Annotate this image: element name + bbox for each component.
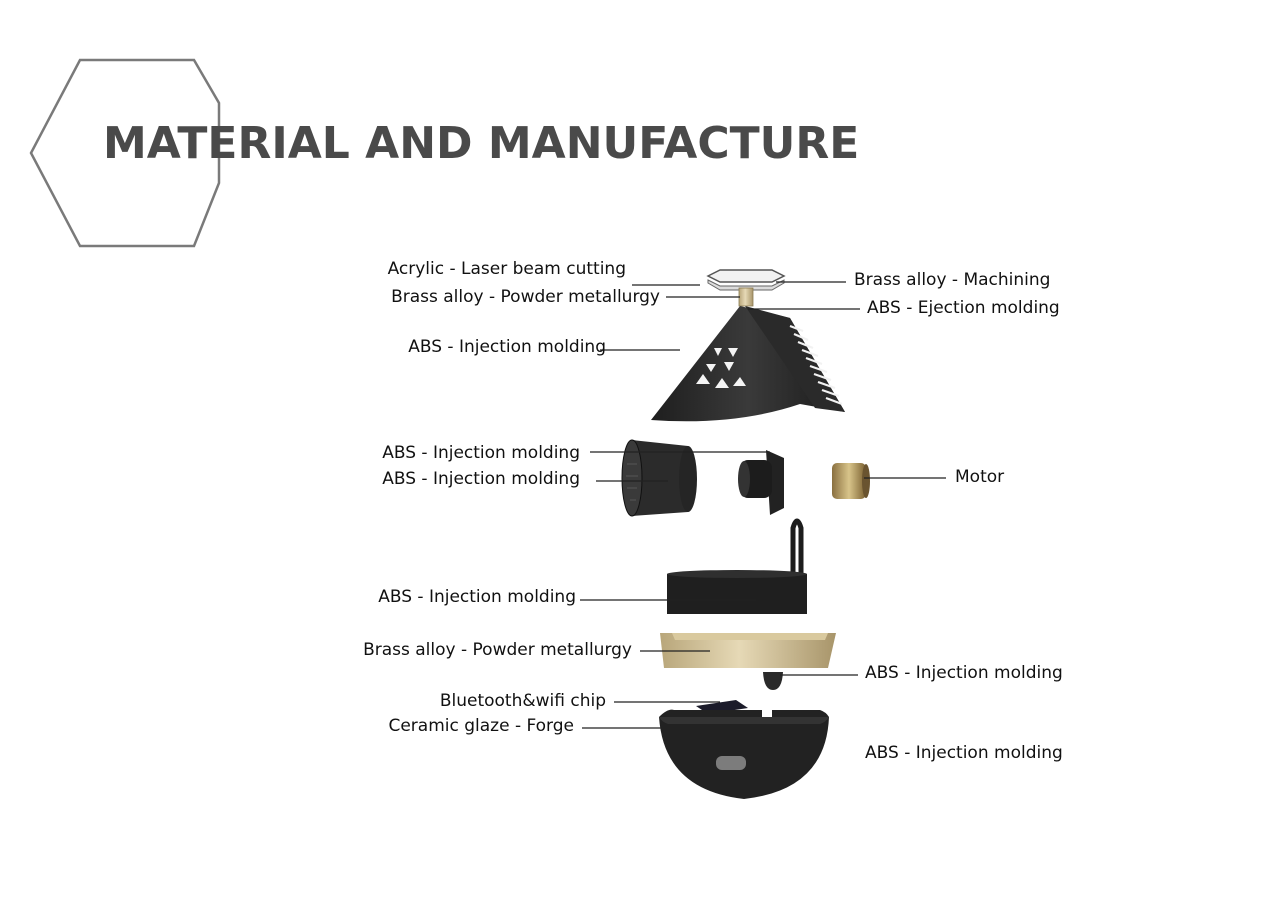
hexagon-frame [29,58,221,248]
label-brass-machining: Brass alloy - Machining [854,270,1051,290]
label-brass-powder-bowl: Brass alloy - Powder metallurgy [363,640,632,660]
knob-part [763,672,783,690]
label-chip: Bluetooth&wifi chip [439,691,606,711]
label-abs-injection-shade: ABS - Injection molding [408,337,606,357]
motor-housing-part [738,450,784,515]
label-abs-injection-ring: ABS - Injection molding [378,587,576,607]
label-abs-ejection: ABS - Ejection molding [867,298,1060,318]
label-motor: Motor [955,467,1005,487]
brass-stem-part [738,287,754,307]
label-ceramic: Ceramic glaze - Forge [388,716,574,736]
label-abs-injection-fan-1: ABS - Injection molding [382,443,580,463]
lamp-shade-part [651,306,845,422]
brass-bowl-part [660,633,836,668]
motor-part [832,463,870,499]
label-abs-injection-knob: ABS - Injection molding [865,663,1063,683]
base-part [659,709,829,799]
acrylic-disc-part [706,269,786,291]
ring-plate-part [667,518,807,614]
label-abs-injection-fan-2: ABS - Injection molding [382,469,580,489]
label-abs-injection-base: ABS - Injection molding [865,743,1063,763]
fan-cylinder-part [621,439,697,517]
leader-lines [580,281,946,729]
label-acrylic: Acrylic - Laser beam cutting [387,259,626,279]
page-title: MATERIAL AND MANUFACTURE [103,118,860,169]
label-brass-powder-top: Brass alloy - Powder metallurgy [391,287,660,307]
